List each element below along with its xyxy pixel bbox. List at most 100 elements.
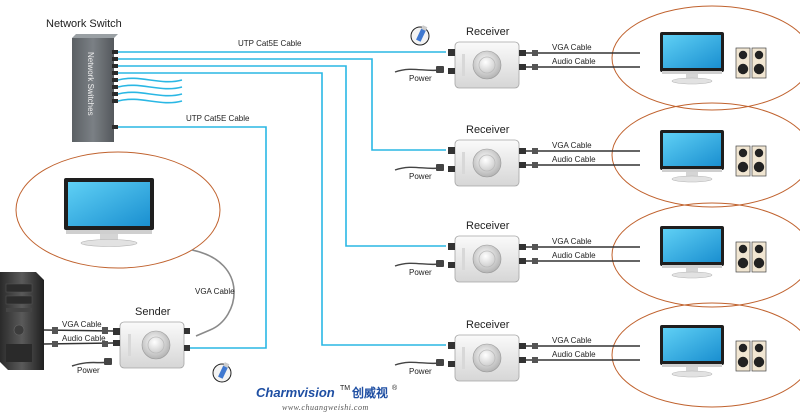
receiver-audio-label: Audio Cable [552,350,596,359]
receiver-power-cable [394,361,441,366]
receiver-port [519,162,526,168]
receiver-side-strip [462,347,465,369]
sender-port [184,345,190,351]
receiver-1-area-ellipse [611,5,800,111]
receiver-vga-label: VGA Cable [552,237,592,246]
switch-port [112,57,118,61]
receiver-side-strip [462,248,465,270]
receiver-port [448,49,455,56]
monitor-bezel [662,169,722,172]
connector-icon [532,357,538,363]
switch-port [112,99,118,103]
receiver-knob-ring [478,349,496,367]
speaker-icon [735,47,751,79]
sender-monitor-icon [64,178,154,247]
utp-cable-sender-label: UTP Cat5E Cable [186,114,250,123]
monitor-screen [663,328,721,361]
receiver-vga-label: VGA Cable [552,141,592,150]
switch-port [112,50,118,54]
receiver-title: Receiver [466,26,510,38]
switch-port [112,64,118,68]
rj45-plug-icon [410,25,430,46]
vga-cable-sender-label: VGA Cable [195,287,235,296]
display-areas [15,5,800,408]
monitor-neck [686,172,698,177]
receiver-port [519,50,526,56]
connector-icon [102,341,108,347]
receiver-port [519,244,526,250]
power-plug-icon [104,358,112,365]
sender-vga-label: VGA Cable [62,320,102,329]
receiver-vga-label: VGA Cable [552,43,592,52]
connector-icon [52,327,58,334]
receiver-power-cable [394,262,441,267]
receiver-4-area-ellipse [611,302,800,408]
receiver-power-label: Power [409,74,432,83]
receiver-port [448,262,455,268]
pc-tower-icon [0,272,44,370]
switch-port [112,92,118,96]
power-plug-icon [436,260,444,267]
monitor-bezel [662,71,722,74]
receiver-2-area-ellipse [611,102,800,208]
brand-url: www.chuangweishi.com [282,403,369,412]
monitor-neck [686,74,698,79]
switch-port [112,85,118,89]
receiver-monitor-icon [660,130,724,183]
monitor-base [671,77,713,85]
receiver-port [519,343,526,349]
receiver-knob [472,244,502,274]
power-plug-icon [436,66,444,73]
receiver-3-area-ellipse [611,202,800,308]
receiver-port [519,258,526,264]
speaker-icon [751,340,767,372]
brand-logo: Charmvision TM 创威视 ® www.chuangweishi.co… [256,384,398,412]
receiver-monitor-icon [660,226,724,279]
receiver-audio-label: Audio Cable [552,251,596,260]
sender-device: Sender [113,306,190,369]
receiver-title: Receiver [466,124,510,136]
monitor-screen [663,133,721,166]
network-switch: Network Switch Network Switches [46,18,122,142]
speaker-woofer [753,161,765,173]
connector-icon [532,148,538,154]
utp-cables [117,51,446,349]
speaker-tweeter [754,244,764,254]
receiver-port [448,361,455,367]
utp-stub [117,77,183,83]
monitor-base [671,370,713,378]
receiver-power-label: Power [409,268,432,277]
switch-port [112,71,118,75]
speaker-icon [751,241,767,273]
receiver-knob [472,50,502,80]
receiver-port [519,148,526,154]
brand-chinese: 创威视 [351,385,388,400]
switch-body-label: Network Switches [86,52,95,116]
utp-stub [117,84,183,90]
connector-icon [532,64,538,70]
utp-stub [117,91,183,97]
rj45-plug-icon [212,362,232,383]
switch-port [112,125,118,129]
receiver-vga-label: VGA Cable [552,336,592,345]
monitor-neck [686,367,698,372]
sender-audio-label: Audio Cable [62,334,106,343]
brand-name: Charmvision [256,385,335,400]
monitor-base [671,271,713,279]
receiver-port [448,243,455,250]
receiver-side-strip [462,54,465,76]
switch-title: Network Switch [46,18,122,30]
connector-icon [52,341,58,347]
sender-power-label: Power [77,366,100,375]
monitor-screen [663,35,721,68]
receiver-audio-label: Audio Cable [552,155,596,164]
brand-tm: TM [340,385,350,392]
receiver-power-cable [394,166,441,171]
monitor-bezel [662,265,722,268]
receiver-port [519,64,526,70]
switch-body [72,38,114,142]
receiver-knob [472,148,502,178]
receiver-port [519,357,526,363]
